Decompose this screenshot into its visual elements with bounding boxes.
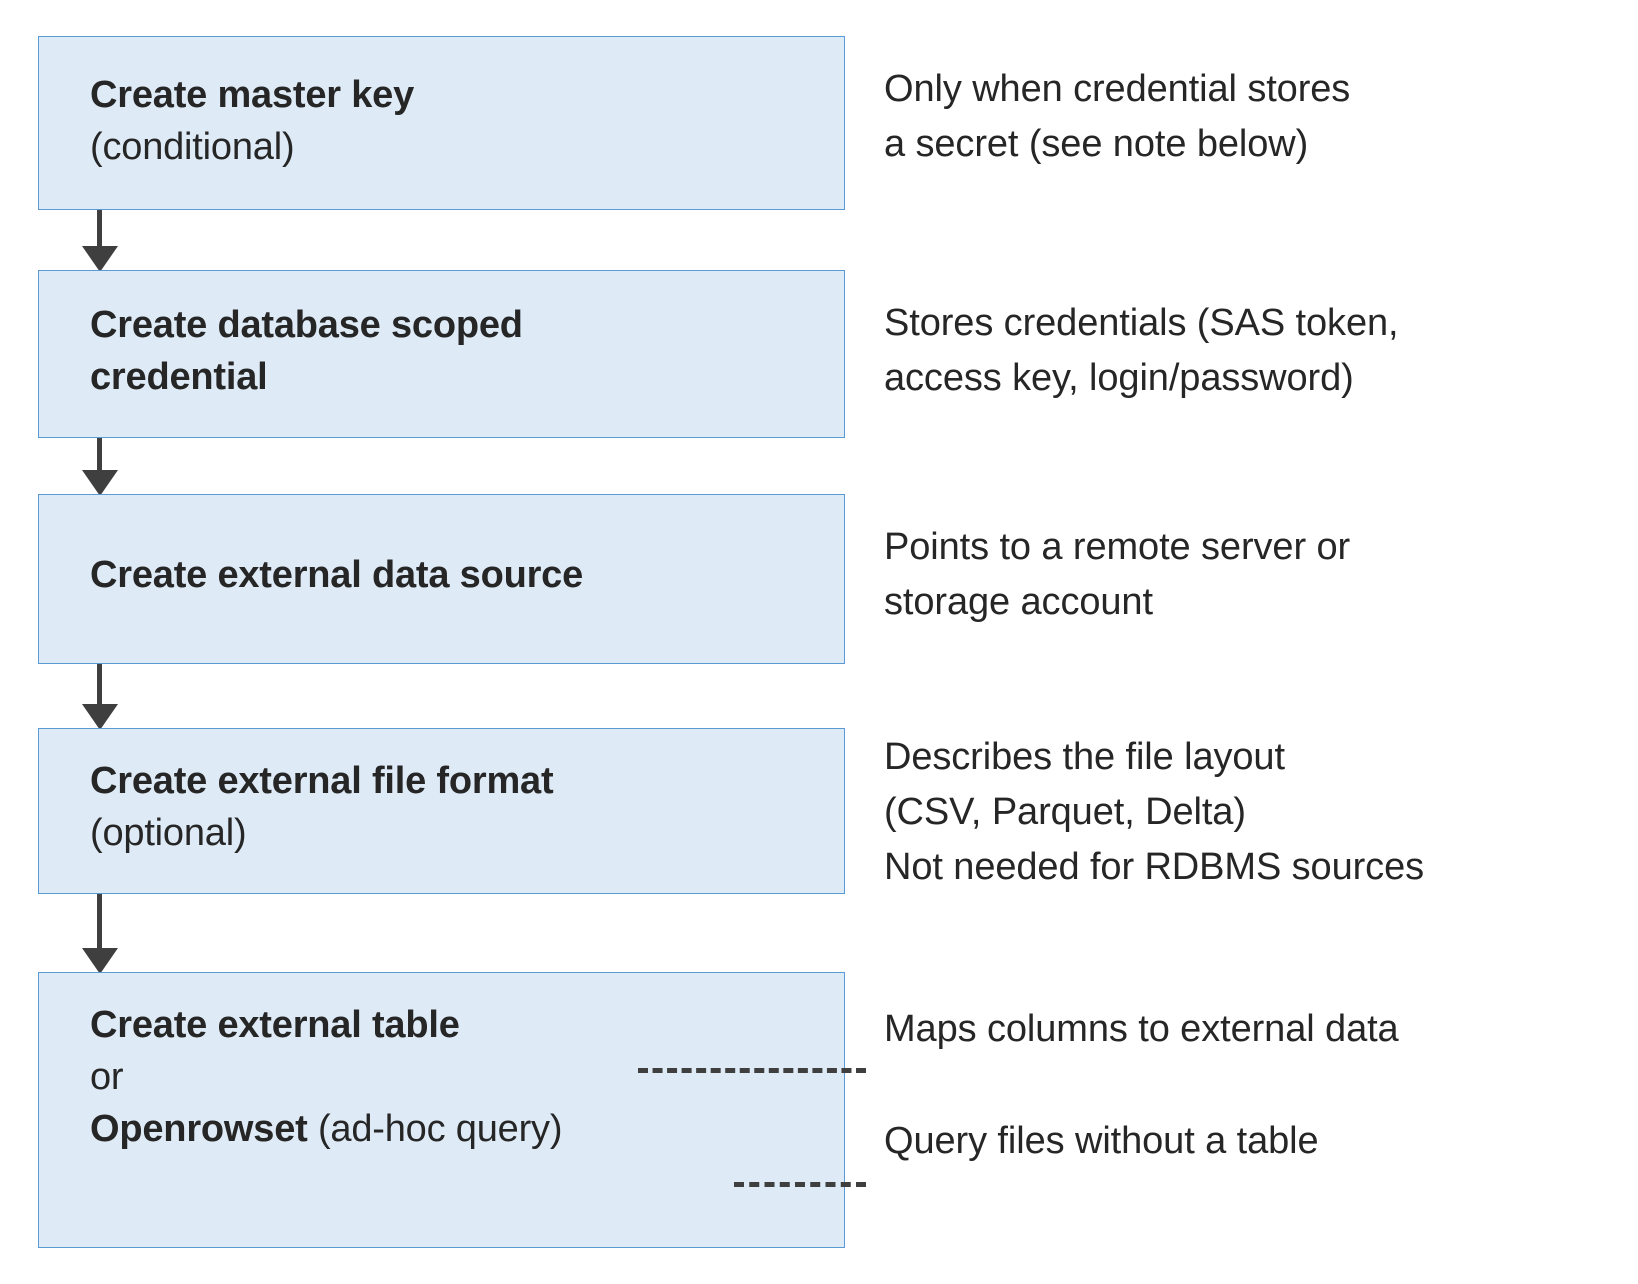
step-title-openrowset-suffix: (ad-hoc query)	[307, 1108, 563, 1150]
note-line: Not needed for RDBMS sources	[884, 846, 1424, 888]
step-title-create-external-data-source: Create external data source	[90, 554, 584, 596]
note-line: storage account	[884, 581, 1153, 623]
step-title-create-database-scoped-credential-line1: Create database scoped	[90, 304, 523, 346]
note-line: Only when credential stores	[884, 68, 1351, 110]
step-title-create-database-scoped-credential-line2: credential	[90, 356, 268, 398]
note-line: Query files without a table	[884, 1120, 1319, 1162]
step-box-label-group: Create external file format (optional)	[90, 755, 826, 859]
step-box-create-master-key[interactable]: Create master key (conditional)	[38, 36, 845, 210]
step-box-label-group: Create database scoped credential	[90, 299, 826, 403]
step-conjunction-or: or	[90, 1056, 124, 1098]
note-openrowset: Query files without a table	[884, 1114, 1319, 1169]
step-subtitle-conditional: (conditional)	[90, 126, 295, 168]
arrow-head	[82, 470, 118, 496]
note-create-external-table: Maps columns to external data	[884, 1002, 1399, 1057]
arrow-head	[82, 246, 118, 272]
note-line: Points to a remote server or	[884, 526, 1351, 568]
step-box-create-external-data-source[interactable]: Create external data source	[38, 494, 845, 664]
step-title-create-external-table: Create external table	[90, 1004, 460, 1046]
arrow-down-icon-2	[82, 438, 118, 496]
step-subtitle-optional: (optional)	[90, 812, 247, 854]
step-title-create-external-file-format: Create external file format	[90, 760, 554, 802]
arrow-shaft	[97, 894, 102, 948]
arrow-head	[82, 704, 118, 730]
note-line: Stores credentials (SAS token,	[884, 302, 1399, 344]
arrow-shaft	[97, 438, 102, 470]
note-line: (CSV, Parquet, Delta)	[884, 791, 1246, 833]
note-create-database-scoped-credential: Stores credentials (SAS token, access ke…	[884, 296, 1399, 406]
dashed-connector-external-table	[638, 1068, 866, 1073]
arrow-down-icon-1	[82, 210, 118, 272]
arrow-shaft	[97, 664, 102, 704]
note-create-external-file-format: Describes the file layout (CSV, Parquet,…	[884, 730, 1424, 895]
step-box-label-group: Create external data source	[90, 549, 826, 601]
note-line: access key, login/password)	[884, 357, 1354, 399]
note-create-external-data-source: Points to a remote server or storage acc…	[884, 520, 1350, 630]
note-line: Maps columns to external data	[884, 1008, 1399, 1050]
arrow-down-icon-4	[82, 894, 118, 974]
step-box-create-external-file-format[interactable]: Create external file format (optional)	[38, 728, 845, 894]
dashed-connector-openrowset	[734, 1182, 866, 1187]
arrow-down-icon-3	[82, 664, 118, 730]
note-line: a secret (see note below)	[884, 123, 1309, 165]
step-box-label-group: Create external table or Openrowset (ad-…	[90, 999, 826, 1155]
arrow-shaft	[97, 210, 102, 246]
step-box-label-group: Create master key (conditional)	[90, 69, 826, 173]
note-create-master-key: Only when credential stores a secret (se…	[884, 62, 1350, 172]
note-line: Describes the file layout	[884, 736, 1285, 778]
step-box-create-external-table-or-openrowset[interactable]: Create external table or Openrowset (ad-…	[38, 972, 845, 1248]
step-title-openrowset-group: Openrowset (ad-hoc query)	[90, 1103, 826, 1155]
step-title-openrowset: Openrowset	[90, 1108, 308, 1150]
arrow-head	[82, 948, 118, 974]
step-box-create-database-scoped-credential[interactable]: Create database scoped credential	[38, 270, 845, 438]
step-title-create-master-key: Create master key	[90, 74, 415, 116]
